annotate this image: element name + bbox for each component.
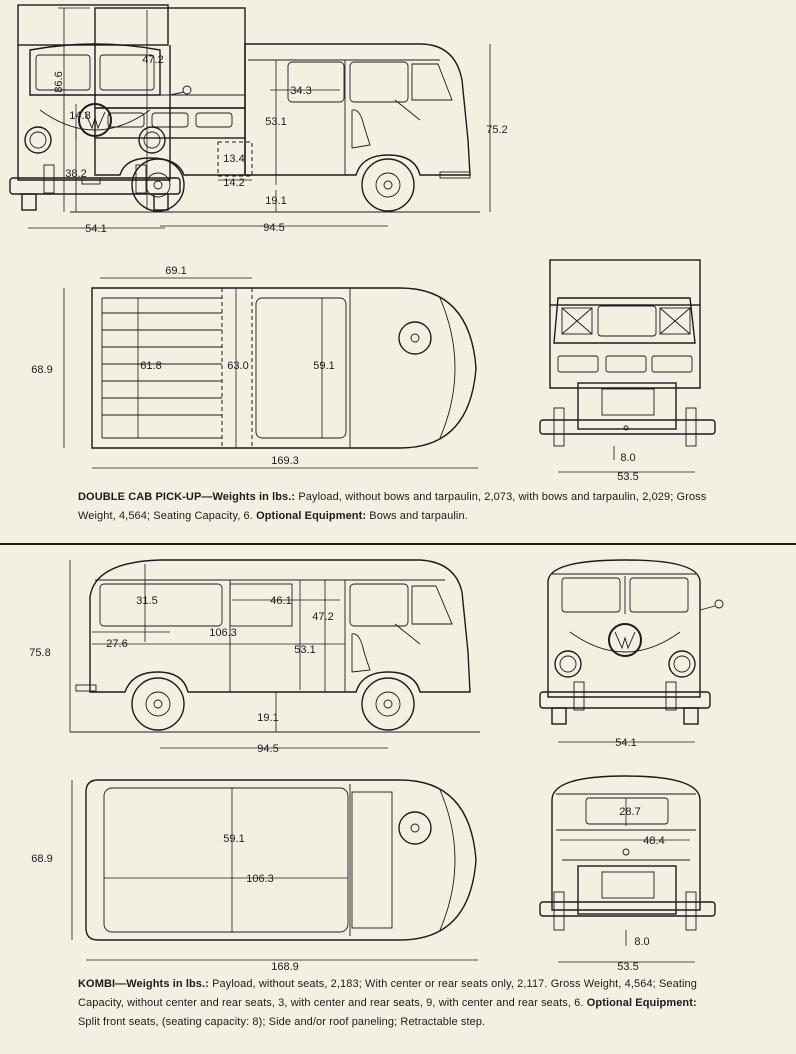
kombi-dim-rear-overhang: 27.6 bbox=[106, 638, 127, 650]
kombi-side-view: 75.8 31.5 46.1 47.2 27.6 106.3 53.1 19.1… bbox=[0, 552, 520, 757]
dim-cab-width-top: 63.0 bbox=[227, 360, 248, 372]
dim-wheelbase: 94.5 bbox=[263, 222, 284, 234]
dim-hitch-height: 8.0 bbox=[620, 452, 635, 464]
kombi-dim-interior-height: 47.2 bbox=[312, 611, 333, 623]
dim-height-total: 86.6 bbox=[53, 71, 65, 92]
section-divider bbox=[0, 543, 796, 545]
dim-box-height: 13.4 bbox=[223, 153, 244, 165]
dim-seat-height: 53.1 bbox=[265, 116, 286, 128]
kombi-caption-title: KOMBI—Weights in lbs.: bbox=[78, 978, 209, 990]
kombi-optional-body: Split front seats, (seating capacity: 8)… bbox=[78, 1016, 486, 1028]
kombi-caption: KOMBI—Weights in lbs.: Payload, without … bbox=[78, 975, 718, 1032]
double-cab-caption-title: DOUBLE CAB PICK-UP—Weights in lbs.: bbox=[78, 491, 296, 503]
kombi-dim-height-total: 75.8 bbox=[29, 647, 50, 659]
double-cab-caption: DOUBLE CAB PICK-UP—Weights in lbs.: Payl… bbox=[78, 488, 718, 526]
kombi-optional-label: Optional Equipment: bbox=[586, 997, 697, 1009]
double-cab-side-view: 86.6 47.2 34.3 53.1 14.8 38.2 13.4 14.2 … bbox=[0, 0, 520, 240]
dim-floor-height: 38.2 bbox=[65, 168, 86, 180]
kombi-dim-front-track: 54.1 bbox=[615, 737, 636, 749]
kombi-dim-overall-width: 68.9 bbox=[31, 853, 52, 865]
dim-interior-width: 59.1 bbox=[313, 360, 334, 372]
double-cab-optional-label: Optional Equipment: bbox=[256, 510, 367, 522]
dim-bed-length: 69.1 bbox=[165, 265, 186, 277]
dim-ground-clearance: 19.1 bbox=[265, 195, 286, 207]
kombi-dim-wheelbase: 94.5 bbox=[257, 743, 278, 755]
kombi-vw-logo-icon bbox=[608, 623, 642, 657]
dim-rear-track: 53.5 bbox=[617, 471, 638, 483]
kombi-top-view: 68.9 59.1 106.3 168.9 bbox=[0, 770, 520, 975]
kombi-dim-cargo-length-top: 106.3 bbox=[246, 873, 274, 885]
kombi-dim-rear-track: 53.5 bbox=[617, 961, 638, 973]
kombi-dim-cargo-length: 106.3 bbox=[209, 627, 237, 639]
double-cab-top-view: 68.9 69.1 61.8 63.0 59.1 169.3 bbox=[0, 258, 520, 483]
kombi-dim-ground-clearance: 19.1 bbox=[257, 712, 278, 724]
double-cab-front-view: 54.1 bbox=[0, 0, 220, 240]
dim-overall-width: 68.9 bbox=[31, 364, 52, 376]
kombi-dim-interior-width: 59.1 bbox=[223, 833, 244, 845]
double-cab-optional-body: Bows and tarpaulin. bbox=[366, 510, 468, 522]
dim-front-track: 54.1 bbox=[85, 223, 106, 235]
kombi-rear-view: 28.7 48.4 8.0 53.5 bbox=[530, 770, 750, 975]
double-cab-caption-body: Payload, without bows and tarpaulin, 2,0… bbox=[78, 491, 707, 522]
kombi-dim-seat-height: 53.1 bbox=[294, 644, 315, 656]
double-cab-rear-view: 8.0 53.5 bbox=[530, 258, 750, 488]
vw-logo-icon bbox=[78, 103, 112, 137]
kombi-dim-opening-height: 28.7 bbox=[619, 806, 640, 818]
kombi-dim-hitch-height: 8.0 bbox=[634, 936, 649, 948]
dim-box-width: 14.2 bbox=[223, 177, 244, 189]
dim-bed-width: 61.8 bbox=[140, 360, 161, 372]
kombi-caption-body: Payload, without seats, 2,183; With cent… bbox=[78, 978, 697, 1009]
dim-cab-height: 75.2 bbox=[486, 124, 507, 136]
dim-cab-width: 34.3 bbox=[290, 85, 311, 97]
dim-overall-length: 169.3 bbox=[271, 455, 299, 467]
dim-canopy-height: 47.2 bbox=[142, 54, 163, 66]
kombi-front-view: 54.1 bbox=[530, 552, 750, 752]
kombi-dim-rear-section: 46.1 bbox=[270, 595, 291, 607]
kombi-dim-opening-width: 48.4 bbox=[643, 835, 664, 847]
kombi-dim-overall-length: 168.9 bbox=[271, 961, 299, 973]
kombi-dim-window-height: 31.5 bbox=[136, 595, 157, 607]
